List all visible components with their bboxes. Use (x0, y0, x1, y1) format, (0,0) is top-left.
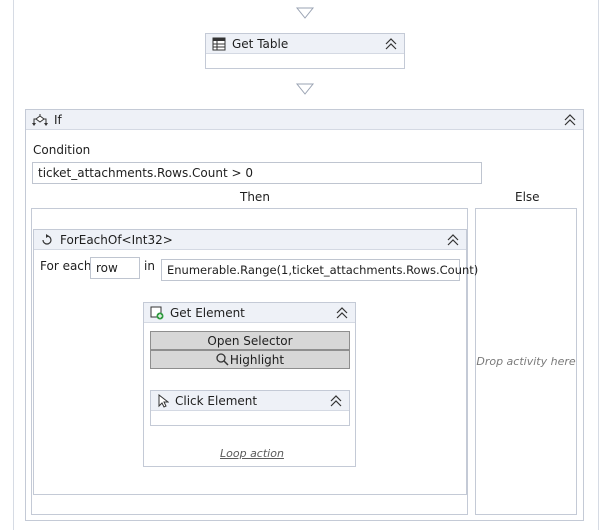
open-selector-button[interactable]: Open Selector (150, 331, 350, 350)
flow-arrow-icon (295, 83, 315, 95)
else-label: Else (515, 190, 540, 204)
get-element-header[interactable]: Get Element (144, 303, 355, 323)
collapse-icon[interactable] (563, 113, 577, 127)
if-header[interactable]: If (26, 110, 583, 130)
click-element-title: Click Element (175, 393, 258, 408)
for-each-label: For each (40, 259, 92, 273)
else-branch[interactable]: Drop activity here (475, 208, 577, 515)
get-element-icon (150, 306, 164, 319)
in-label: in (144, 259, 155, 273)
collapse-icon[interactable] (329, 394, 343, 408)
then-label: Then (240, 190, 270, 204)
values-input[interactable]: Enumerable.Range(1,ticket_attachments.Ro… (161, 259, 478, 281)
then-branch[interactable] (31, 208, 468, 515)
cursor-icon (158, 393, 169, 408)
condition-value: ticket_attachments.Rows.Count > 0 (38, 166, 253, 180)
collapse-icon[interactable] (446, 233, 460, 247)
else-drop-hint: Drop activity here (476, 355, 576, 368)
click-element-header[interactable]: Click Element (151, 391, 349, 411)
get-element-activity[interactable]: Get Element (143, 302, 356, 467)
collapse-icon[interactable] (335, 306, 349, 320)
designer-canvas (13, 0, 599, 530)
foreach-header[interactable]: ForEachOf<Int32> (34, 230, 466, 250)
click-element-activity[interactable]: Click Element (150, 390, 350, 426)
get-table-activity[interactable]: Get Table (205, 33, 405, 69)
loop-icon (42, 233, 52, 245)
condition-label: Condition (33, 143, 91, 157)
highlight-button[interactable]: Highlight (150, 350, 350, 369)
get-table-header[interactable]: Get Table (206, 34, 404, 54)
loop-action-link[interactable]: Loop action (220, 447, 284, 460)
if-branch-icon (32, 113, 48, 126)
highlight-label: Highlight (229, 352, 285, 367)
magnifier-icon (216, 353, 229, 366)
collapse-icon[interactable] (384, 37, 398, 51)
table-icon (212, 37, 226, 50)
item-name-value: row (96, 261, 118, 275)
item-name-input[interactable]: row (90, 257, 140, 279)
open-selector-label: Open Selector (207, 333, 293, 348)
if-title: If (54, 112, 62, 127)
values-value: Enumerable.Range(1,ticket_attachments.Ro… (167, 263, 479, 277)
foreach-title: ForEachOf<Int32> (60, 232, 173, 247)
flow-arrow-icon (295, 7, 315, 19)
condition-input[interactable]: ticket_attachments.Rows.Count > 0 (32, 162, 482, 184)
get-table-title: Get Table (232, 36, 289, 51)
get-element-title: Get Element (170, 305, 245, 320)
